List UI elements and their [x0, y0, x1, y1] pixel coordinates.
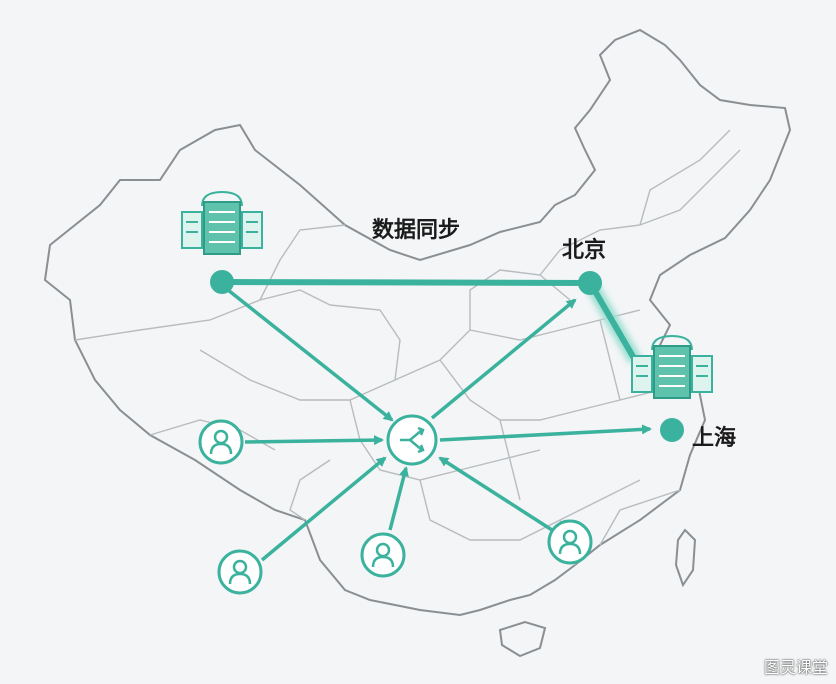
shanghai-label: 上海 [692, 426, 737, 451]
arrow-user3-to-router [388, 466, 409, 531]
shanghai-node [660, 418, 684, 442]
province-borders [74, 129, 741, 566]
server-icon-west [181, 190, 263, 255]
taiwan-outline [674, 528, 697, 588]
west-server-node [210, 270, 234, 294]
arrow-router-to-beijing [430, 298, 577, 420]
beijing-node [578, 271, 602, 295]
arrow-server-to-router [226, 288, 394, 422]
user-icon-3 [360, 532, 406, 578]
sync-label: 数据同步 [372, 218, 461, 243]
arrow-user4-to-router [438, 456, 553, 532]
beijing-label: 北京 [562, 238, 607, 263]
router-icon [386, 414, 438, 466]
china-outline [43, 28, 792, 617]
arrow-user1-to-router [244, 435, 384, 446]
user-icon-2 [217, 549, 263, 595]
beijing-shanghai-link [589, 284, 638, 362]
watermark: 图灵课堂 [763, 658, 828, 677]
user-icon-4 [547, 519, 593, 565]
arrow-router-to-shanghai [439, 424, 652, 442]
server-icon-east [631, 334, 713, 399]
user-icon-1 [198, 419, 244, 465]
arrow-user2-to-router [260, 456, 387, 562]
sync-line [221, 279, 591, 286]
hainan-outline [498, 620, 547, 658]
flow-arrows [226, 288, 652, 562]
